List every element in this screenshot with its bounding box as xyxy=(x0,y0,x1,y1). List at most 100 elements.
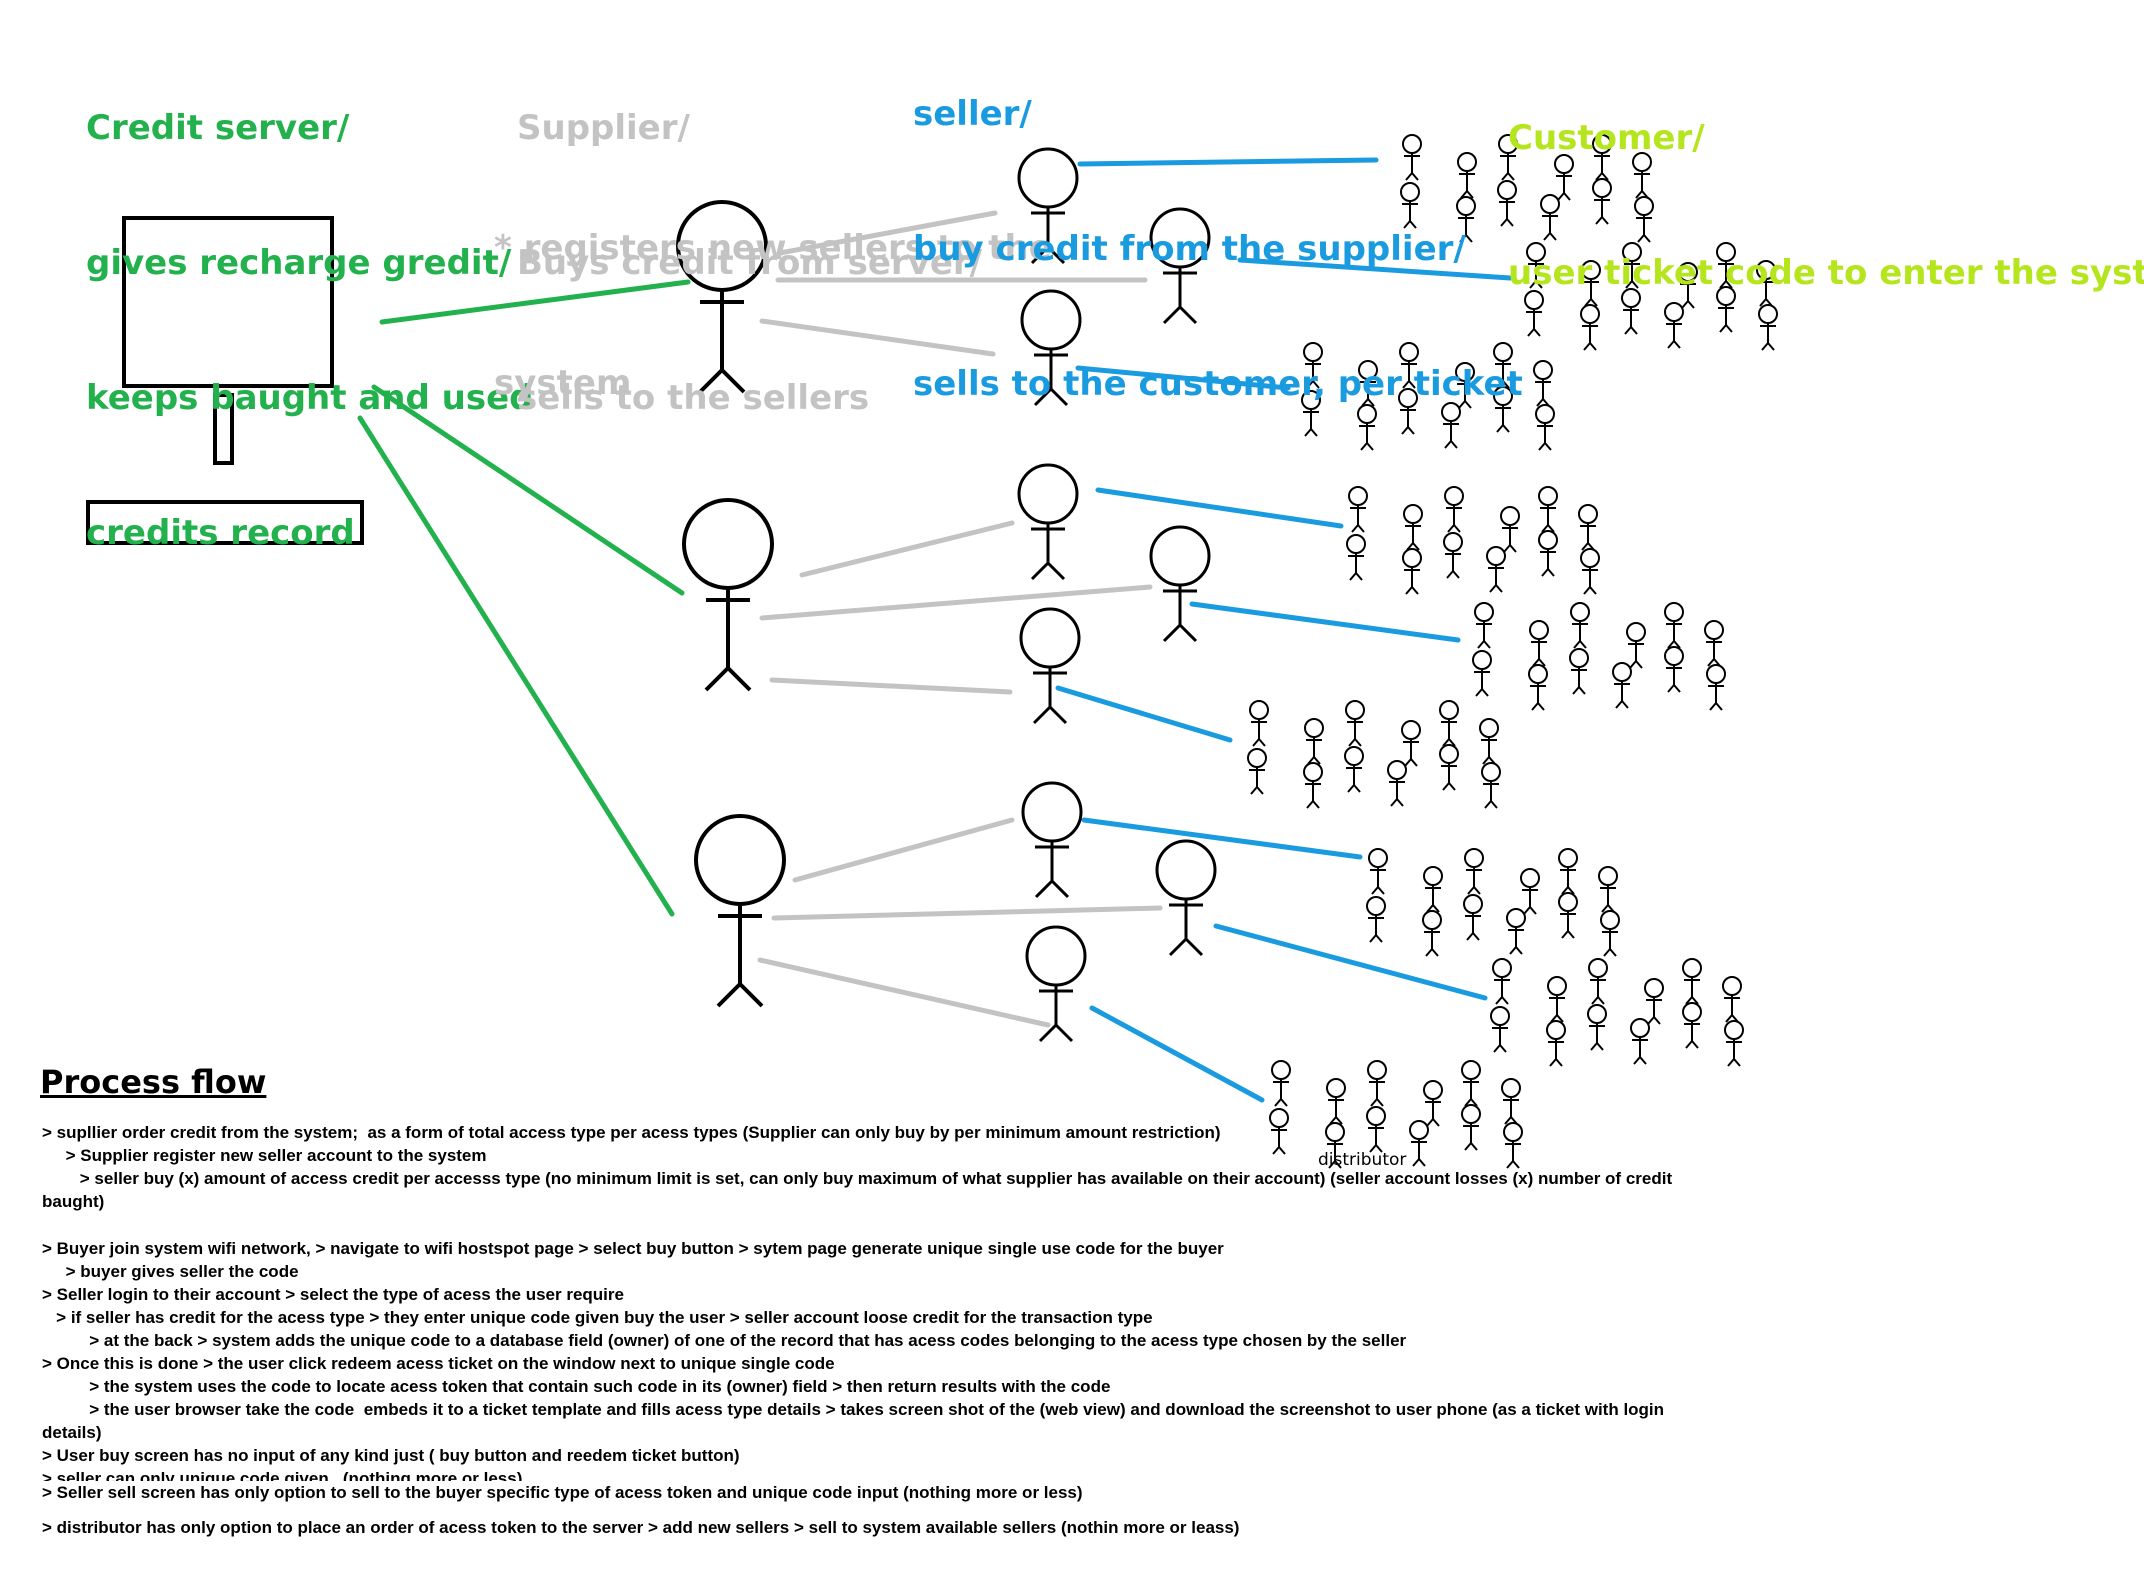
customer-figure xyxy=(1546,1020,1566,1067)
keyboard-shape xyxy=(86,500,364,545)
figure-leg xyxy=(1046,245,1066,265)
figure-head xyxy=(1464,848,1484,868)
figure-head xyxy=(1474,602,1494,622)
customer-figure xyxy=(1301,390,1321,437)
figure-leg xyxy=(1681,300,1689,309)
figure-leg xyxy=(1030,245,1050,265)
figure-leg xyxy=(1335,1116,1343,1125)
figure-head xyxy=(1598,866,1618,886)
figure-leg xyxy=(1550,1014,1558,1023)
figure-leg xyxy=(1406,542,1414,551)
figure-head xyxy=(1304,718,1324,738)
figure-leg xyxy=(716,982,742,1008)
customer-figure xyxy=(1366,896,1386,943)
figure-head xyxy=(1422,910,1442,930)
figure-head xyxy=(1019,607,1081,669)
figure-head xyxy=(1486,546,1506,566)
figure-leg xyxy=(1727,1058,1735,1067)
credit-server-computer xyxy=(86,216,364,545)
customer-figure xyxy=(1439,744,1459,791)
customer-figure xyxy=(1533,360,1553,407)
seller-customer-line xyxy=(1237,257,1513,281)
customer-figure xyxy=(1401,720,1421,767)
process-flow-line: baught) xyxy=(42,1192,105,1211)
heading-line: sells to the customer, per ticket xyxy=(913,364,1523,404)
figure-leg xyxy=(1431,948,1439,957)
figure-leg xyxy=(1547,524,1555,533)
figure-leg xyxy=(1515,946,1523,955)
process-flow-line: > Buyer join system wifi network, > navi… xyxy=(42,1239,1224,1258)
figure-leg xyxy=(1502,380,1510,389)
seller-figure xyxy=(1149,525,1211,643)
figure-leg xyxy=(1578,686,1586,695)
figure-head xyxy=(1528,664,1548,684)
figure-head xyxy=(1490,1006,1510,1026)
figure-leg xyxy=(1501,996,1509,1005)
figure-head xyxy=(1017,463,1079,525)
customer-figure xyxy=(1490,1006,1510,1053)
figure-leg xyxy=(1549,1058,1557,1067)
figure-leg xyxy=(1046,561,1066,581)
seller-customer-line xyxy=(1089,1005,1265,1103)
figure-leg xyxy=(1597,996,1605,1005)
figure-leg xyxy=(1556,1014,1564,1023)
figure-leg xyxy=(1357,524,1365,533)
figure-leg xyxy=(1034,879,1054,899)
figure-leg xyxy=(1482,756,1490,765)
customer-figure xyxy=(1592,178,1612,225)
customer-figure xyxy=(1367,1060,1387,1107)
figure-head xyxy=(1439,744,1459,764)
figure-head xyxy=(1025,925,1087,987)
figure-leg xyxy=(1274,1098,1282,1107)
figure-leg xyxy=(1481,688,1489,697)
figure-leg xyxy=(1529,906,1537,915)
figure-leg xyxy=(1685,996,1693,1005)
supplier-seller-line xyxy=(777,210,998,256)
figure-leg xyxy=(1402,380,1410,389)
figure-leg xyxy=(1472,932,1480,941)
figure-leg xyxy=(1557,192,1565,201)
customer-figure xyxy=(1644,978,1664,1025)
figure-leg xyxy=(1537,702,1545,711)
figure-head xyxy=(1249,700,1269,720)
seller-customer-line xyxy=(1081,817,1363,860)
server-supplier-line xyxy=(357,415,675,917)
figure-leg xyxy=(1306,800,1314,809)
figure-head xyxy=(1366,896,1386,916)
heading-line: credits record xyxy=(86,513,355,553)
customer-figure xyxy=(1344,746,1364,793)
figure-head xyxy=(1587,1004,1607,1024)
figure-head xyxy=(1461,1104,1481,1124)
figure-leg xyxy=(1366,442,1374,451)
figure-leg xyxy=(1667,340,1675,349)
figure-leg xyxy=(1504,1116,1512,1125)
figure-leg xyxy=(1595,216,1603,225)
figure-leg xyxy=(1549,232,1557,241)
figure-leg xyxy=(1603,948,1611,957)
figure-head xyxy=(1439,700,1459,720)
figure-leg xyxy=(1467,886,1475,895)
figure-leg xyxy=(1584,298,1592,307)
figure-leg xyxy=(1411,586,1419,595)
figure-leg xyxy=(1490,800,1498,809)
figure-leg xyxy=(1691,1040,1699,1049)
figure-leg xyxy=(1531,702,1539,711)
figure-leg xyxy=(1496,424,1504,433)
figure-head xyxy=(682,498,774,590)
figure-head xyxy=(1303,762,1323,782)
figure-leg xyxy=(1452,570,1460,579)
figure-leg xyxy=(1375,934,1383,943)
figure-leg xyxy=(1310,428,1318,437)
customer-figure xyxy=(1247,748,1267,795)
figure-head xyxy=(1387,760,1407,780)
supplier-figure xyxy=(694,814,786,1008)
customer-figure xyxy=(1249,700,1269,747)
seller-figure xyxy=(1019,607,1081,725)
customer-figure xyxy=(1664,646,1684,693)
figure-leg xyxy=(1538,658,1546,667)
figure-leg xyxy=(704,666,730,692)
customer-figure xyxy=(1457,152,1477,199)
customer-figure xyxy=(1481,762,1501,809)
figure-head xyxy=(1269,1108,1289,1128)
